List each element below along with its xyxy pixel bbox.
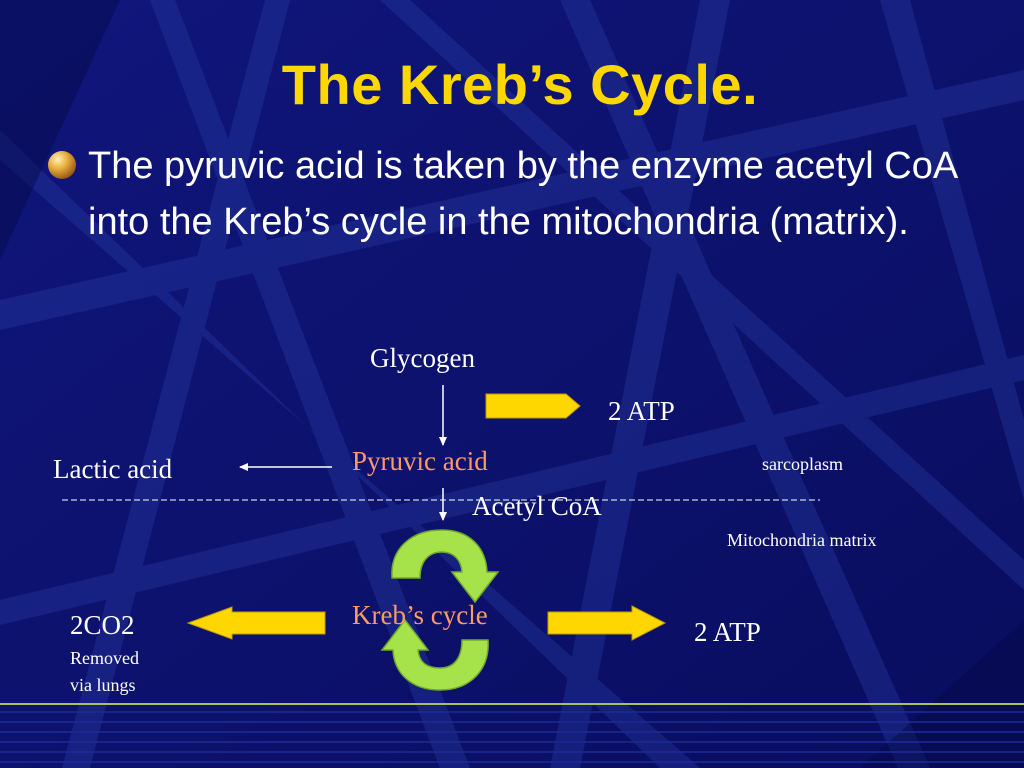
co2-label: 2CO2 xyxy=(70,610,135,640)
bullet-text: The pyruvic acid is taken by the enzyme … xyxy=(88,145,957,243)
pyruvic-acid-label: Pyruvic acid xyxy=(352,446,488,476)
lactic-acid-label: Lactic acid xyxy=(53,454,173,484)
yellow-arrow-co2 xyxy=(186,606,326,640)
removed-label: Removed xyxy=(70,648,139,668)
via-lungs-label: via lungs xyxy=(70,675,136,695)
sarcoplasm-label: sarcoplasm xyxy=(762,454,843,474)
yellow-arrow-atp-right xyxy=(547,605,667,641)
slide-title: The Kreb’s Cycle. xyxy=(281,53,759,116)
atp-right-label: 2 ATP xyxy=(694,617,761,647)
mitochondria-matrix-label: Mitochondria matrix xyxy=(727,530,877,550)
atp-top-label: 2 ATP xyxy=(608,396,675,426)
cycle-arrow-top xyxy=(391,529,500,604)
yellow-arrow-atp-top xyxy=(485,393,581,419)
glycogen-label: Glycogen xyxy=(370,343,475,373)
bullet-icon xyxy=(48,151,76,179)
acetyl-coa-label: Acetyl CoA xyxy=(472,491,602,521)
krebs-cycle-label: Kreb’s cycle xyxy=(352,600,488,630)
cycle-arrow-bottom xyxy=(380,618,489,691)
